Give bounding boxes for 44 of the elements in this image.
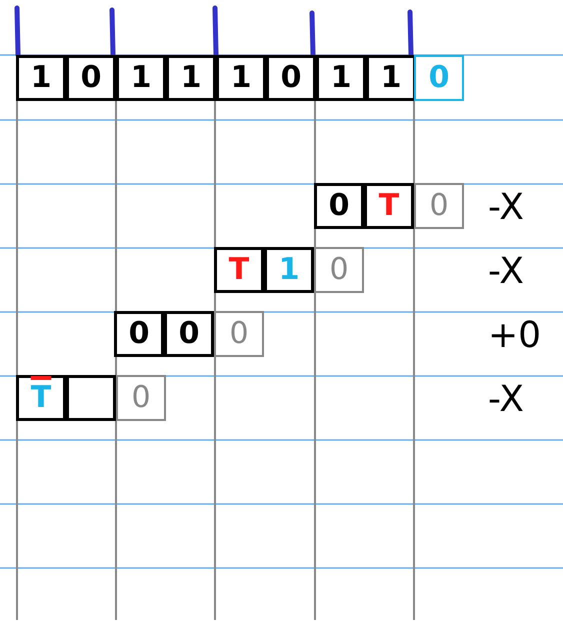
bit-cell [164,311,214,357]
bit-cell [414,183,464,229]
bit-digit: 0 [229,319,249,349]
bit-cell [214,247,264,293]
bit-digit: 0 [428,63,450,93]
bit-cell [216,55,266,101]
bit-digit: 1 [330,63,352,93]
bit-digit: 1 [180,63,202,93]
bit-cell [264,247,314,293]
bit-cell [214,311,264,357]
bit-cell [364,183,414,229]
bit-digit: 1 [278,255,300,285]
score-note: -X [488,254,525,290]
bit-cell [314,183,364,229]
bit-cell [66,55,116,101]
bit-cell [16,375,66,421]
bit-digit: 1 [30,63,52,93]
bit-digit: 0 [128,319,150,349]
bit-cell [314,247,364,293]
bit-digit: 1 [380,63,402,93]
bit-digit: 0 [280,63,302,93]
bit-digit: 0 [131,383,151,413]
bit-digit: 0 [429,191,449,221]
bit-cell [116,55,166,101]
bit-digit: T [378,191,400,221]
bit-digit: 1 [230,63,252,93]
bit-cell [116,375,166,421]
score-note: -X [488,382,525,418]
bit-cell [414,55,464,101]
score-note: +0 [488,318,542,354]
bit-cell [16,55,66,101]
bit-digit: 1 [130,63,152,93]
bit-cell [114,311,164,357]
score-note: -X [488,190,525,226]
bit-digit: 0 [80,63,102,93]
bit-digit: 0 [328,191,350,221]
bit-digit: 0 [178,319,200,349]
bit-cell [166,55,216,101]
bit-cell [316,55,366,101]
bit-digit: T [30,383,52,413]
bit-cell [266,55,316,101]
bit-digit: 0 [329,255,349,285]
bit-cell [366,55,416,101]
bit-digit: T [228,255,250,285]
